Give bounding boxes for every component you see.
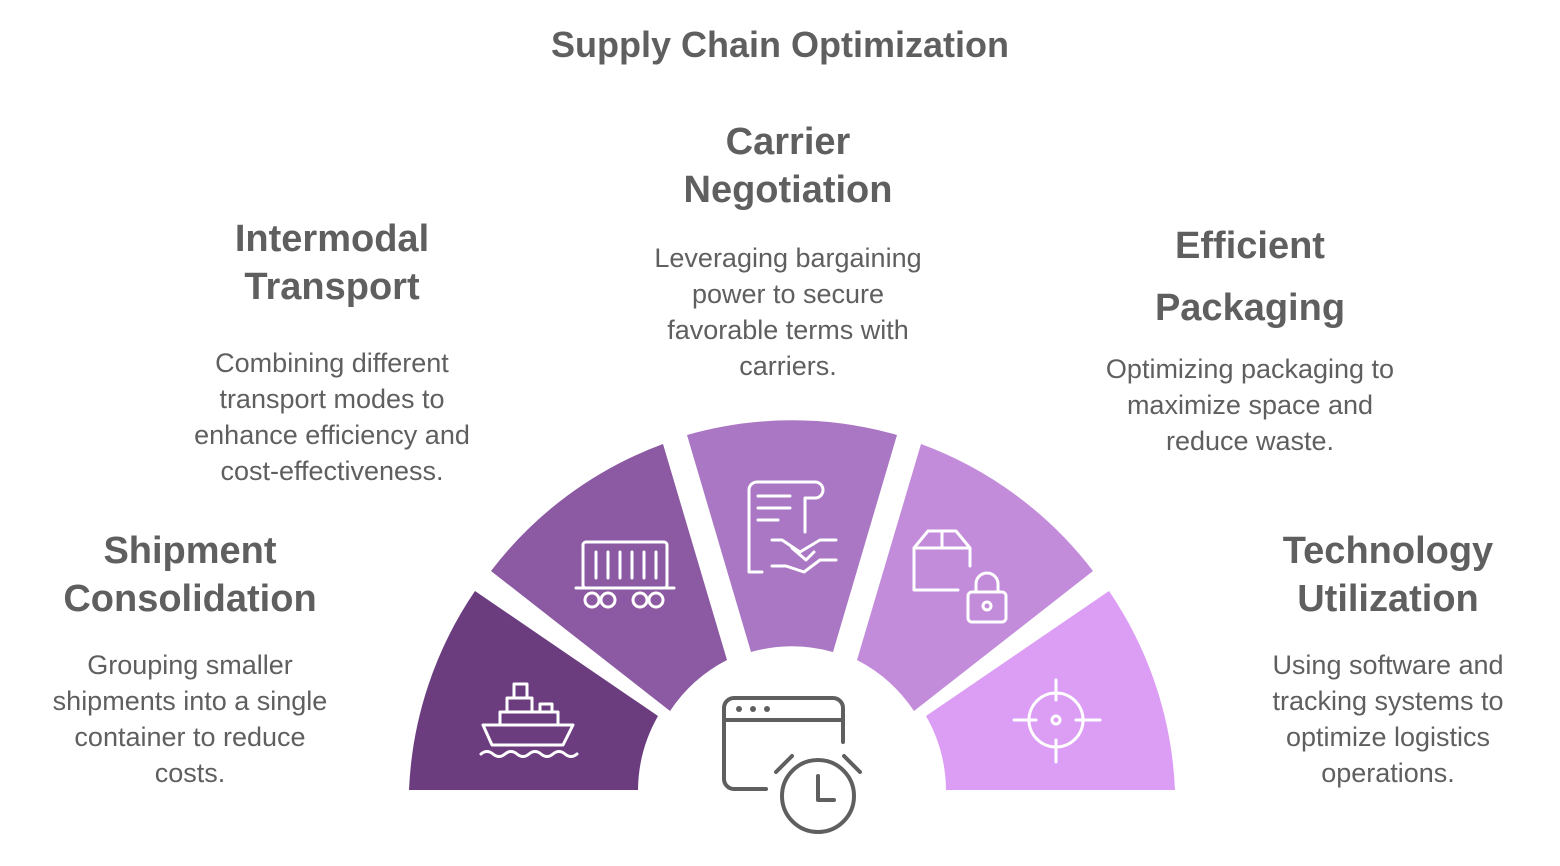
label-intermodal-transport: Intermodal Transport Combining different… — [162, 215, 502, 489]
label-technology-utilization: Technology Utilization Using software an… — [1230, 527, 1546, 791]
ship-icon — [479, 682, 579, 758]
segment-description: Optimizing packaging to maximize space a… — [1105, 354, 1395, 456]
label-efficient-packaging: Efficient Packaging Optimizing packaging… — [1070, 215, 1430, 459]
contract-handshake-icon — [747, 480, 838, 574]
browser-clock-icon — [722, 696, 862, 834]
page-title: Supply Chain Optimization — [551, 24, 1009, 65]
segment-title: Efficient Packaging — [1154, 225, 1346, 329]
package-lock-icon — [912, 529, 1008, 624]
segment-title: Shipment Consolidation — [63, 530, 317, 620]
segment-title: Intermodal Transport — [234, 218, 430, 308]
segment-description: Using software and tracking systems to o… — [1272, 650, 1504, 788]
train-wagon-icon — [574, 540, 676, 609]
segment-title: Carrier Negotiation — [683, 121, 893, 211]
segment-title: Technology Utilization — [1282, 530, 1494, 620]
label-carrier-negotiation: Carrier Negotiation Leveraging bargainin… — [618, 118, 958, 384]
segment-technology-utilization — [926, 591, 1175, 790]
segment-description: Combining different transport modes to e… — [194, 348, 470, 486]
segment-description: Leveraging bargaining power to secure fa… — [654, 243, 922, 381]
segment-carrier-negotiation — [687, 420, 897, 652]
segment-shipment-consolidation — [409, 591, 658, 790]
segment-description: Grouping smaller shipments into a single… — [52, 650, 328, 788]
segment-efficient-packaging — [857, 444, 1093, 711]
label-shipment-consolidation: Shipment Consolidation Grouping smaller … — [30, 527, 350, 791]
browser-dots — [736, 706, 770, 712]
crosshair-icon — [1012, 678, 1102, 764]
